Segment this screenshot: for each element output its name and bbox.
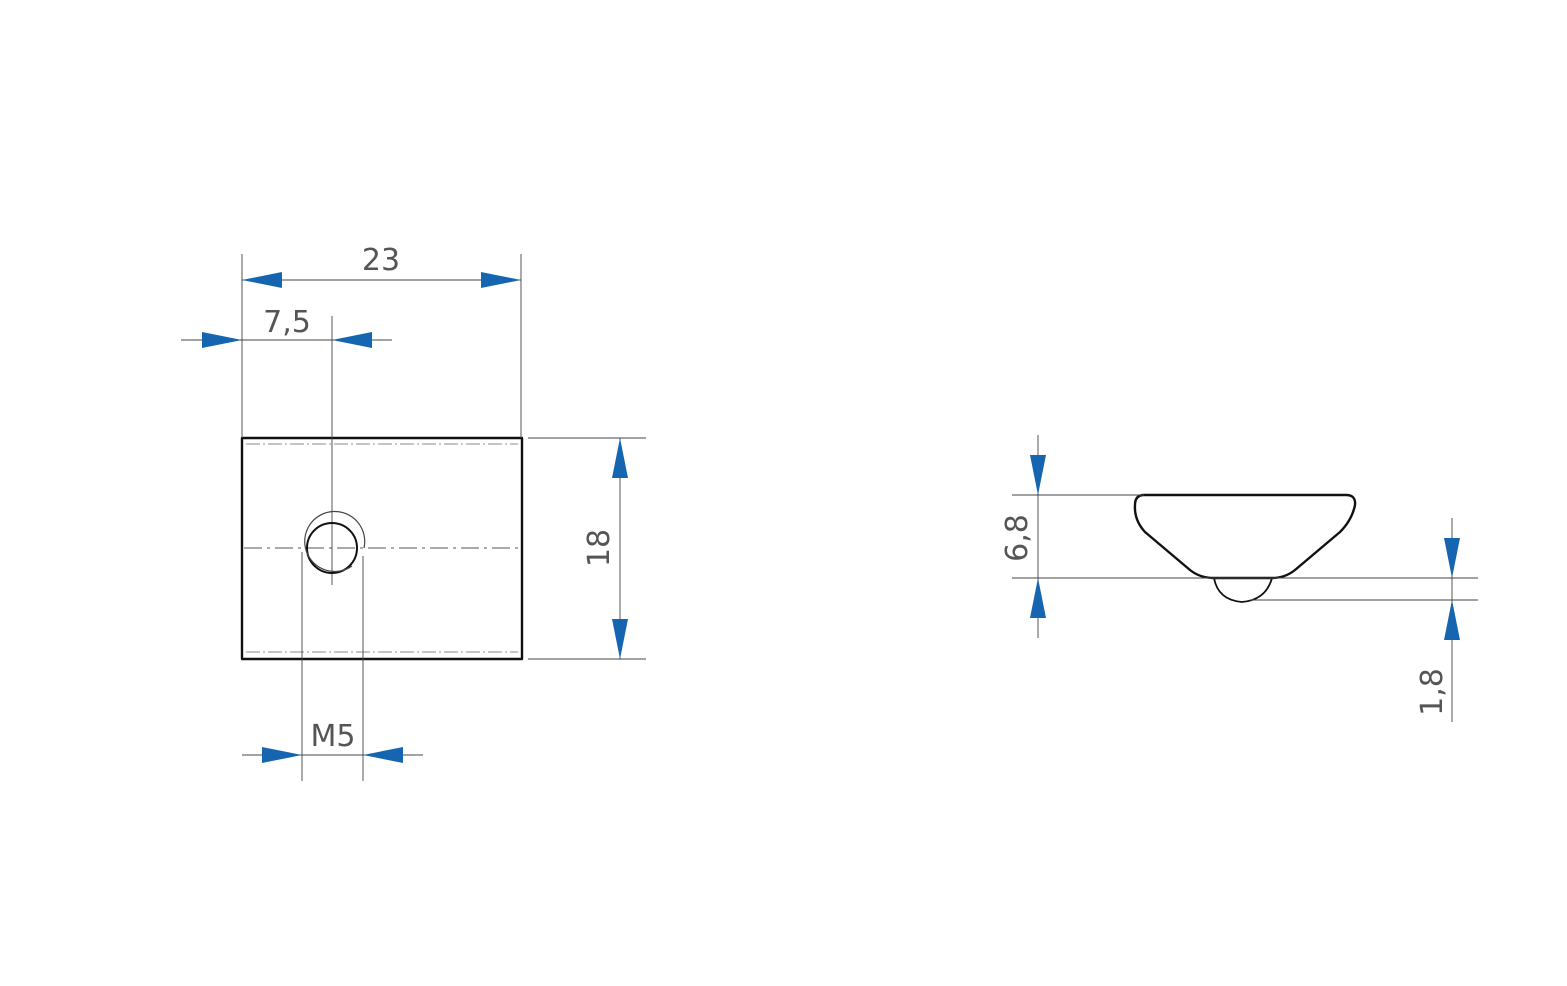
arrow-left (363, 747, 403, 763)
arrow-up (612, 438, 628, 478)
arrow-right (202, 332, 242, 348)
dimension-side-height-label: 6,8 (1000, 514, 1035, 562)
arrow-down (1444, 538, 1460, 578)
side-view-profile (1133, 493, 1357, 580)
dimension-height-label: 18 (582, 529, 617, 567)
dimension-thread-label: M5 (311, 719, 356, 754)
threaded-hole (306, 522, 358, 574)
arrow-left (332, 332, 372, 348)
arrow-right (262, 747, 302, 763)
dimension-protrusion: 1,8 (1250, 518, 1478, 722)
front-view (240, 316, 524, 661)
arrow-down (612, 619, 628, 659)
arrow-right (481, 272, 521, 288)
dimension-hole-offset: 7,5 (181, 305, 392, 348)
arrow-down (1030, 455, 1046, 495)
side-view-boss (1213, 577, 1273, 603)
dimension-thread: M5 (242, 552, 423, 781)
thread-arc (304, 510, 366, 573)
dimension-side-height: 6,8 (1000, 435, 1478, 638)
dimension-hole-offset-label: 7,5 (263, 305, 311, 340)
side-view (1133, 493, 1357, 603)
arrow-up (1444, 600, 1460, 640)
dimension-width: 23 (241, 243, 522, 438)
front-view-outline (240, 436, 524, 661)
dimension-width-label: 23 (362, 243, 400, 278)
dimension-height: 18 (528, 437, 646, 660)
arrow-left (242, 272, 282, 288)
arrow-up (1030, 578, 1046, 618)
dimension-protrusion-label: 1,8 (1415, 668, 1450, 716)
